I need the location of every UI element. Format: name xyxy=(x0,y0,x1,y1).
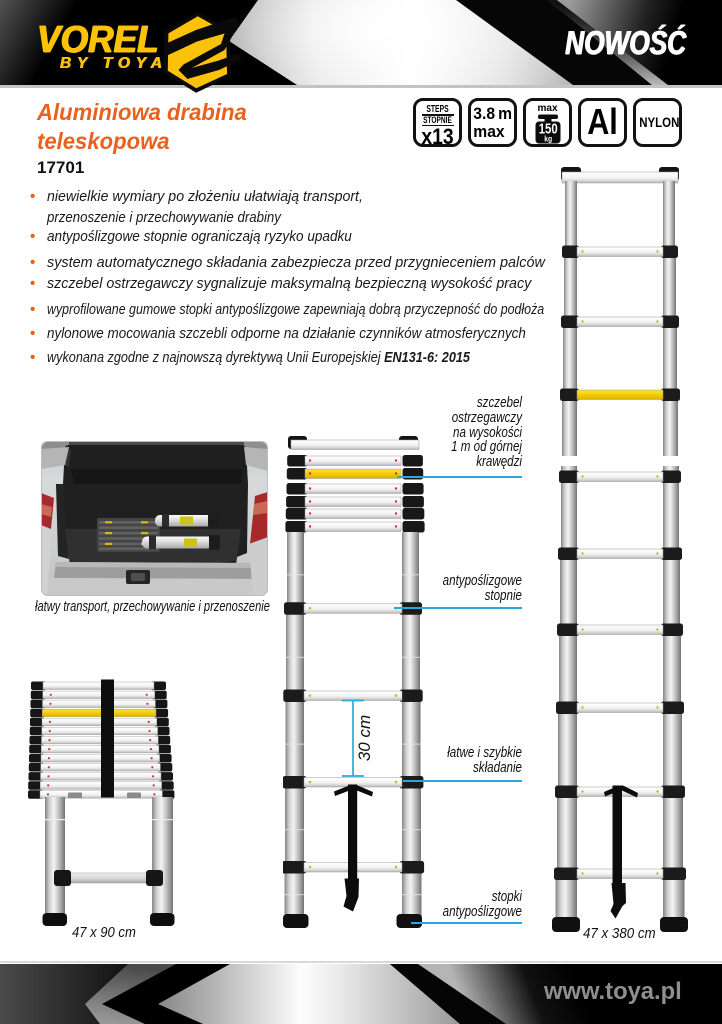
svg-text:30 cm: 30 cm xyxy=(355,715,374,761)
svg-text:150: 150 xyxy=(538,120,557,137)
svg-text:kg: kg xyxy=(544,134,552,144)
